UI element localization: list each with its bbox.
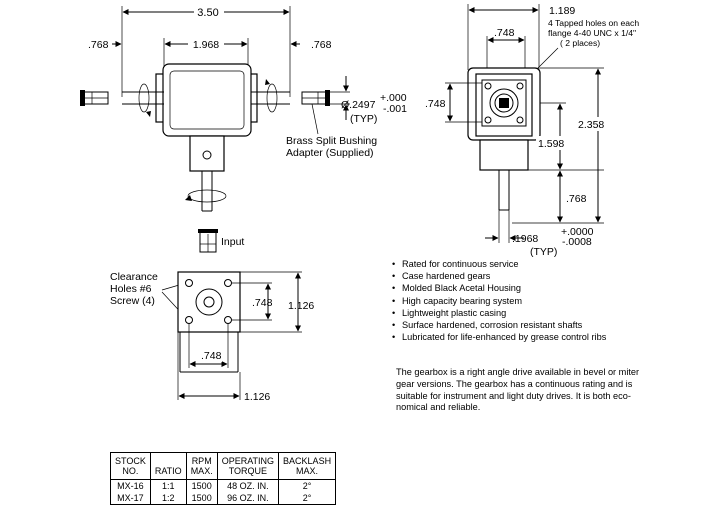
- feature-item: Lightweight plastic casing: [392, 307, 692, 319]
- cell-backlash: 2°: [278, 479, 337, 492]
- bottom-view: Clearance Holes #6 Screw (4) .748 1.126 …: [110, 271, 314, 403]
- dim-shaft-length: .768: [566, 193, 587, 205]
- clearance-label-3: Screw (4): [110, 295, 155, 307]
- dim-flange-size-vertical: 1.126: [288, 300, 314, 312]
- header-ratio: RATIO: [149, 452, 187, 480]
- feature-list: Rated for continuous service Case harden…: [392, 258, 692, 344]
- bushing-label-line2: Adapter (Supplied): [286, 147, 374, 159]
- cell-stock-no: MX-16: [110, 479, 151, 492]
- shaft-tolerance-plus: +.000: [380, 92, 407, 104]
- description-line: suitable for instrument and light duty d…: [396, 390, 631, 401]
- description-paragraph: The gearbox is a right angle drive avail…: [396, 367, 696, 414]
- tapped-holes-note-1: 4 Tapped holes on each: [548, 18, 639, 28]
- shaft-tolerance-minus: -.001: [383, 103, 407, 115]
- dim-overall-depth: 1.189: [549, 5, 575, 17]
- dim-housing-width: 1.968: [193, 39, 219, 51]
- tapped-holes-note-3: ( 2 places): [560, 38, 600, 48]
- right-bushing: [301, 90, 330, 106]
- dim-left-extension: .768: [88, 39, 109, 51]
- cell-torque: 48 OZ. IN.: [216, 479, 280, 492]
- table-row: MX-16 1:1 1500 48 OZ. IN. 2°: [110, 479, 337, 492]
- feature-item: Lubricated for life-enhanced by grease c…: [392, 331, 692, 343]
- bushing-label-line1: Brass Split Bushing: [286, 135, 377, 147]
- cell-ratio: 1:2: [149, 492, 187, 505]
- description-line: nomical and reliable.: [396, 402, 481, 413]
- dim-shaft-diameter: Ø.2497: [341, 99, 376, 111]
- front-view: 3.50 .768 1.968 .768: [80, 5, 407, 253]
- input-bushing: [198, 229, 218, 253]
- cell-torque: 96 OZ. IN.: [216, 492, 280, 505]
- feature-item: Case hardened gears: [392, 270, 692, 282]
- dim-shaft-center-height: 1.598: [538, 138, 564, 150]
- dim-right-extension: .768: [311, 39, 332, 51]
- left-bushing: [80, 90, 109, 106]
- table-row: MX-17 1:2 1500 96 OZ. IN. 2°: [110, 492, 337, 505]
- cell-stock-no: MX-17: [110, 492, 151, 505]
- input-label: Input: [221, 236, 244, 248]
- feature-item: Molded Black Acetal Housing: [392, 282, 692, 294]
- dim-flange-width: .748: [494, 27, 515, 39]
- side-typ-label: (TYP): [530, 246, 557, 258]
- typ-label: (TYP): [350, 113, 377, 125]
- cell-ratio: 1:1: [149, 479, 187, 492]
- dim-flange-size-horizontal: 1.126: [244, 391, 270, 403]
- side-view: 1.189 4 Tapped holes on each flange 4-40…: [425, 4, 639, 258]
- dim-hole-spacing-vertical: .748: [252, 297, 273, 309]
- cell-rpm: 1500: [185, 479, 218, 492]
- dim-hole-spacing-horizontal: .748: [201, 350, 222, 362]
- side-shaft-tolerance-minus: -.0008: [562, 236, 592, 248]
- clearance-label-2: Holes #6: [110, 283, 152, 295]
- tapped-holes-note-2: flange 4-40 UNC x 1/4": [548, 28, 636, 38]
- side-shaft-tolerance-plus: +.0000: [561, 226, 594, 238]
- cell-backlash: 2°: [278, 492, 337, 505]
- cell-rpm: 1500: [185, 492, 218, 505]
- feature-item: High capacity bearing system: [392, 295, 692, 307]
- feature-item: Rated for continuous service: [392, 258, 692, 270]
- description-line: The gearbox is a right angle drive avail…: [396, 367, 640, 377]
- dim-overall-width: 3.50: [197, 7, 218, 19]
- clearance-label-1: Clearance: [110, 271, 158, 283]
- dim-side-shaft-diameter: .1968: [512, 233, 538, 245]
- dim-flange-height: .748: [425, 98, 446, 110]
- feature-item: Surface hardened, corrosion resistant sh…: [392, 319, 692, 331]
- description-line: gear versions. The gearbox has a continu…: [396, 378, 633, 389]
- dim-overall-height: 2.358: [578, 119, 604, 131]
